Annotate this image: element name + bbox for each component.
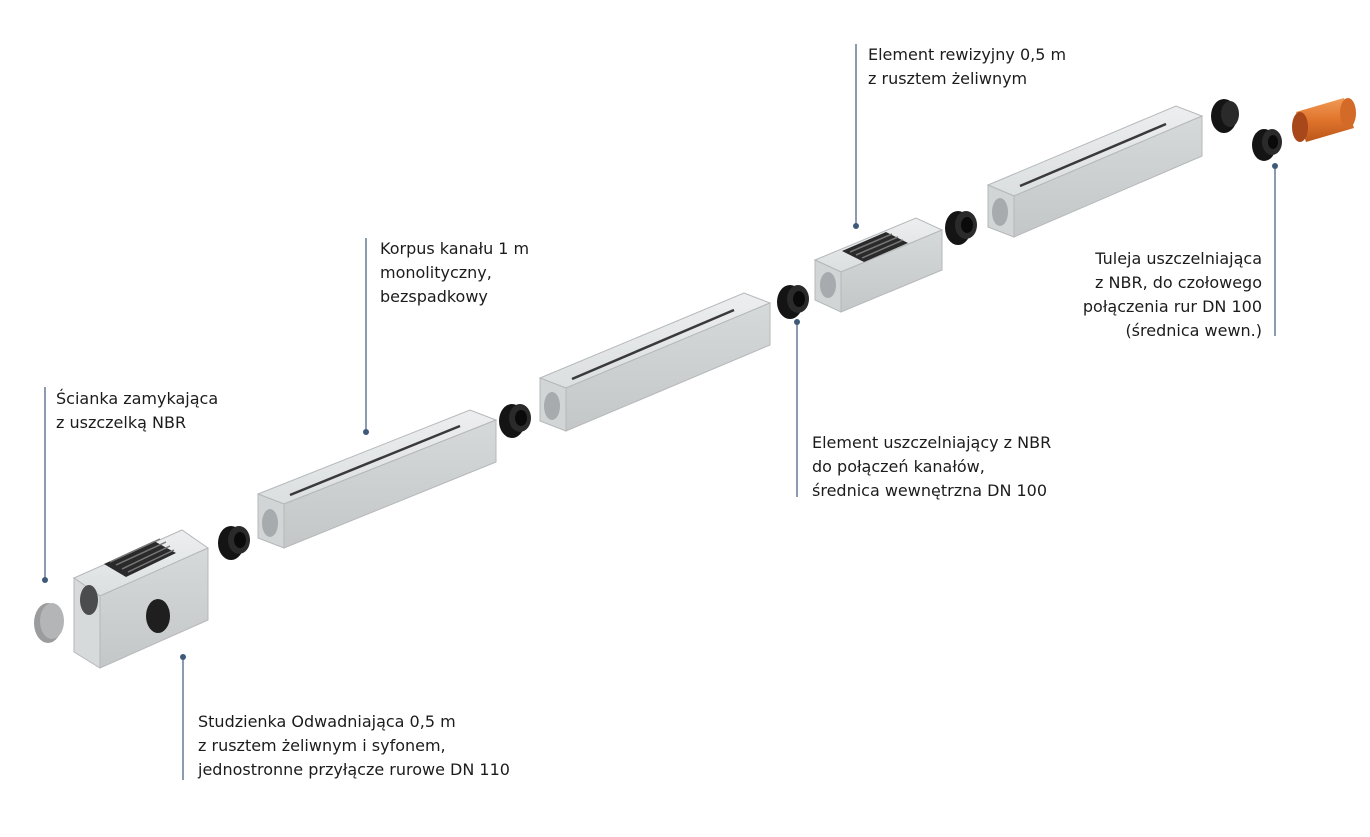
channel-body-1 [256, 409, 498, 549]
inspection-element [813, 217, 944, 313]
label-inspection-element: Element rewizyjny 0,5 m z rusztem żeliwn… [868, 45, 1067, 88]
sealing-ring-icon [499, 404, 531, 438]
sealing-sleeve-icon [1252, 129, 1282, 161]
leader-dots [42, 163, 1278, 660]
pvc-pipe-icon [1292, 98, 1356, 142]
label-channel-body: Korpus kanału 1 m monolityczny, bezspadk… [380, 239, 530, 306]
label-sealing-sleeve: Tuleja uszczelniająca z NBR, do czołoweg… [1082, 249, 1262, 340]
leader-lines [44, 44, 1276, 780]
sealing-ring-icon [777, 285, 809, 319]
label-drainage-well: Studzienka Odwadniająca 0,5 m z rusztem … [198, 712, 510, 779]
end-wall-cap-icon [34, 603, 64, 643]
cast-iron-grate-icon [842, 232, 908, 262]
cast-iron-grate-icon [104, 538, 176, 577]
channel-body-2 [538, 292, 772, 432]
sealing-ring-icon [1211, 99, 1239, 133]
label-end-wall: Ścianka zamykająca z uszczelką NBR [56, 389, 219, 432]
drainage-well [72, 529, 210, 669]
sealing-ring-icon [218, 526, 250, 560]
sealing-ring-icon [945, 211, 977, 245]
channel-body-3 [986, 105, 1204, 238]
label-sealing-element: Element uszczelniający z NBR do połączeń… [812, 433, 1052, 500]
